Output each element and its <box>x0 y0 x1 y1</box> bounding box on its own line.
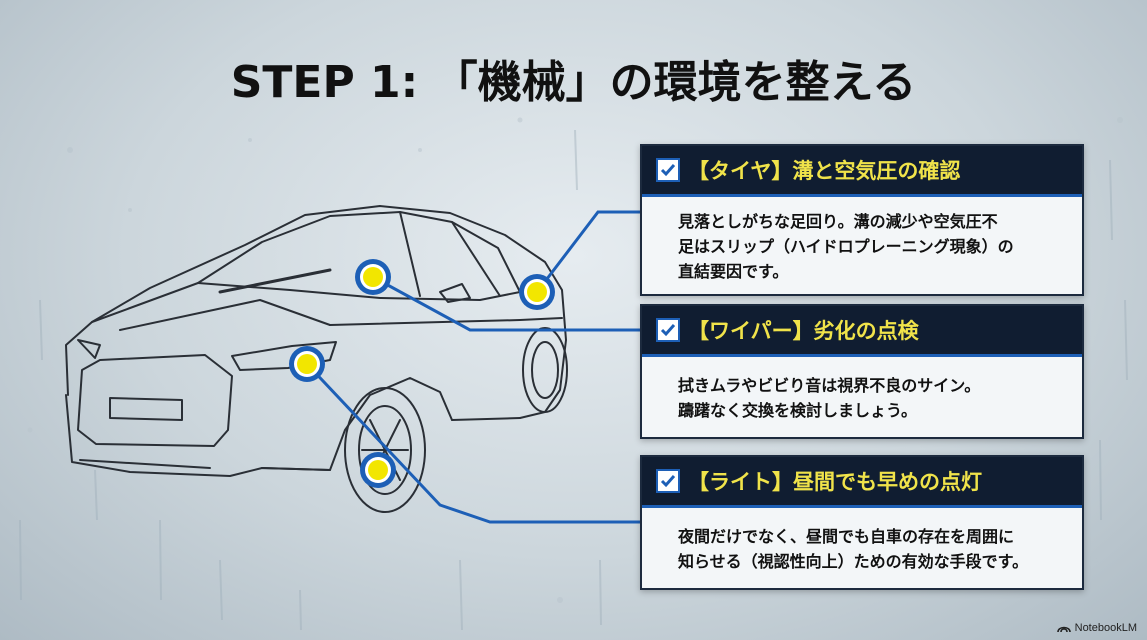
marker-wiper <box>355 259 391 295</box>
card-line: 夜間だけでなく、昼間でも自車の存在を周囲に <box>678 527 1015 546</box>
card-header: 【ライト】昼間でも早めの点灯 <box>642 457 1082 508</box>
page-title: STEP 1: 「機械」の環境を整える <box>230 57 917 108</box>
card-line: 知らせる（視認性向上）ための有効な手段です。 <box>678 552 1029 571</box>
notebook-logo-icon <box>1056 626 1071 633</box>
card-title: 【ワイパー】劣化の点検 <box>688 319 919 343</box>
watermark-text: NotebookLM <box>1074 622 1137 634</box>
marker-light <box>289 346 325 382</box>
card-line: 躊躇なく交換を検討しましょう。 <box>678 401 918 420</box>
card-wiper: 【ワイパー】劣化の点検 拭きムラやビビり音は視界不良のサイン。 躊躇なく交換を検… <box>640 304 1084 439</box>
card-body: 夜間だけでなく、昼間でも自車の存在を周囲に 知らせる（視認性向上）ための有効な手… <box>642 508 1082 588</box>
card-title: 【ライト】昼間でも早めの点灯 <box>688 470 982 494</box>
card-header: 【ワイパー】劣化の点検 <box>642 306 1082 357</box>
card-line: 拭きムラやビビり音は視界不良のサイン。 <box>678 376 981 395</box>
card-tire: 【タイヤ】溝と空気圧の確認 見落としがちな足回り。溝の減少や空気圧不 足はスリッ… <box>640 144 1084 296</box>
card-line: 直結要因です。 <box>678 262 789 281</box>
marker-front-tire <box>360 452 396 488</box>
card-body: 拭きムラやビビり音は視界不良のサイン。 躊躇なく交換を検討しましょう。 <box>642 357 1082 437</box>
checkmark-icon <box>656 318 680 342</box>
checkmark-icon <box>656 158 680 182</box>
card-body: 見落としがちな足回り。溝の減少や空気圧不 足はスリップ（ハイドロプレーニング現象… <box>642 197 1082 294</box>
card-line: 見落としがちな足回り。溝の減少や空気圧不 <box>678 212 998 231</box>
card-title: 【タイヤ】溝と空気圧の確認 <box>688 159 961 183</box>
card-light: 【ライト】昼間でも早めの点灯 夜間だけでなく、昼間でも自車の存在を周囲に 知らせ… <box>640 455 1084 590</box>
checkmark-icon <box>656 469 680 493</box>
watermark: NotebookLM <box>1056 622 1137 634</box>
card-line: 足はスリップ（ハイドロプレーニング現象）の <box>678 237 1014 256</box>
card-header: 【タイヤ】溝と空気圧の確認 <box>642 146 1082 197</box>
marker-tire <box>519 274 555 310</box>
